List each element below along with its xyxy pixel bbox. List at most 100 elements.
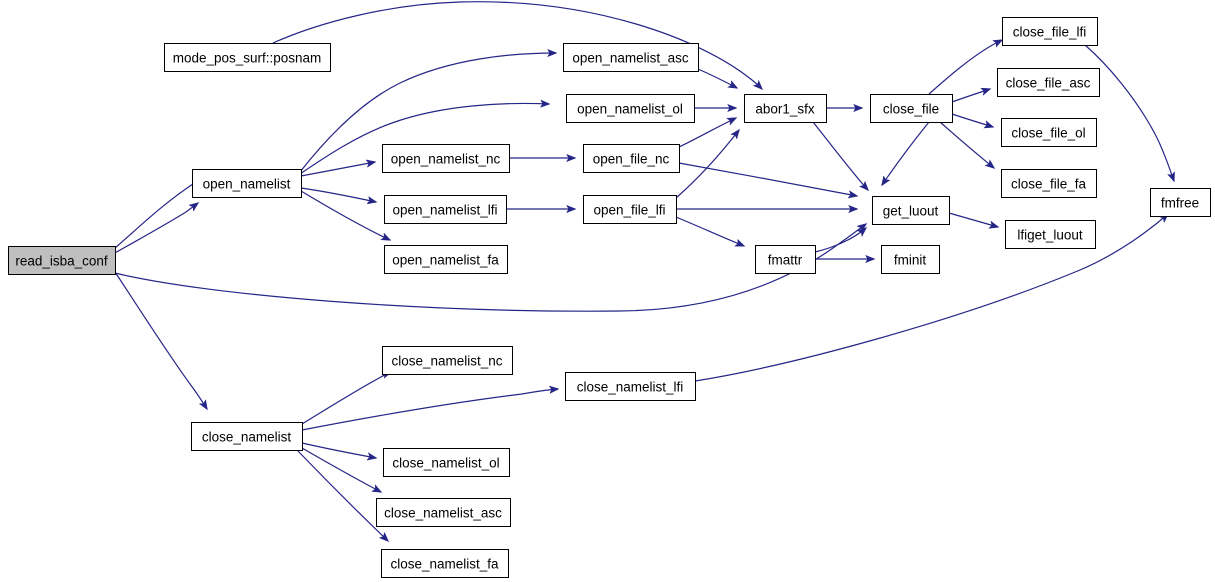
edge-close_namelist-to-close_namelist_fa: [296, 449, 388, 541]
node-box-close_namelist_ol[interactable]: [383, 448, 510, 477]
node-close_namelist_asc[interactable]: close_namelist_asc: [376, 498, 511, 527]
edge-close_file-to-close_file_fa: [939, 121, 994, 168]
node-box-open_namelist_asc[interactable]: [563, 43, 699, 72]
node-box-close_namelist_fa[interactable]: [381, 549, 509, 578]
edge-open_namelist-to-open_namelist_lfi: [300, 187, 376, 202]
node-open_namelist_lfi[interactable]: open_namelist_lfi: [384, 195, 507, 224]
node-label-open_namelist: open_namelist: [203, 177, 291, 192]
node-label-lfiget_luout: lfiget_luout: [1017, 228, 1083, 243]
node-box-close_namelist_asc[interactable]: [376, 498, 511, 527]
node-box-open_namelist_lfi[interactable]: [384, 195, 507, 224]
node-box-open_namelist_nc[interactable]: [382, 144, 510, 173]
edge-read_isba_conf-to-close_namelist: [114, 271, 207, 409]
node-label-open_namelist_fa: open_namelist_fa: [392, 253, 499, 268]
node-box-close_file_fa[interactable]: [1001, 169, 1097, 198]
node-box-close_file_asc[interactable]: [997, 68, 1100, 97]
node-label-open_file_lfi: open_file_lfi: [593, 203, 665, 218]
node-box-open_namelist[interactable]: [192, 169, 302, 198]
node-close_namelist_lfi[interactable]: close_namelist_lfi: [565, 372, 696, 401]
node-label-open_namelist_asc: open_namelist_asc: [572, 51, 689, 66]
edge-open_namelist-to-open_namelist_ol: [299, 103, 549, 175]
node-label-close_namelist_fa: close_namelist_fa: [390, 557, 499, 572]
node-label-open_namelist_lfi: open_namelist_lfi: [392, 203, 497, 218]
node-open_namelist_nc[interactable]: open_namelist_nc: [382, 144, 510, 173]
node-label-close_file_fa: close_file_fa: [1011, 177, 1087, 192]
node-abor1_sfx[interactable]: abor1_sfx: [744, 94, 827, 123]
node-label-close_namelist_asc: close_namelist_asc: [384, 506, 502, 521]
node-close_namelist[interactable]: close_namelist: [191, 422, 303, 451]
edge-get_luout-to-lfiget_luout: [948, 212, 998, 227]
edge-close_namelist-to-close_namelist_ol: [301, 442, 376, 458]
node-close_file_asc[interactable]: close_file_asc: [997, 68, 1100, 97]
node-fminit[interactable]: fminit: [881, 245, 940, 274]
edge-fmattr-to-get_luout: [814, 228, 866, 253]
node-label-close_namelist_nc: close_namelist_nc: [391, 354, 502, 369]
node-fmfree[interactable]: fmfree: [1150, 188, 1211, 217]
node-close_namelist_fa[interactable]: close_namelist_fa: [381, 549, 509, 578]
node-layer: read_isba_confmode_pos_surf::posnamopen_…: [8, 17, 1211, 578]
node-box-abor1_sfx[interactable]: [744, 94, 827, 123]
node-label-mode_pos_surf_posnam: mode_pos_surf::posnam: [173, 51, 322, 66]
node-open_namelist[interactable]: open_namelist: [192, 169, 302, 198]
node-get_luout[interactable]: get_luout: [872, 196, 950, 225]
node-open_file_nc[interactable]: open_file_nc: [583, 144, 680, 173]
edge-close_file_lfi-to-fmfree: [1084, 44, 1174, 181]
node-close_namelist_nc[interactable]: close_namelist_nc: [382, 346, 513, 375]
node-box-fminit[interactable]: [881, 245, 940, 274]
edge-close_file-to-close_file_lfi: [928, 40, 1002, 95]
node-box-fmfree[interactable]: [1150, 188, 1211, 217]
node-label-close_namelist_lfi: close_namelist_lfi: [577, 380, 684, 395]
node-open_file_lfi[interactable]: open_file_lfi: [583, 195, 677, 224]
node-box-close_namelist_nc[interactable]: [382, 346, 513, 375]
node-box-close_namelist[interactable]: [191, 422, 303, 451]
node-label-close_file: close_file: [883, 102, 939, 117]
node-fmattr[interactable]: fmattr: [755, 245, 816, 274]
edge-read_isba_conf-to-get_luout: [114, 224, 866, 312]
node-box-open_file_lfi[interactable]: [583, 195, 677, 224]
node-label-read_isba_conf: read_isba_conf: [15, 254, 108, 269]
node-box-open_file_nc[interactable]: [583, 144, 680, 173]
node-box-close_file_lfi[interactable]: [1002, 17, 1098, 46]
node-box-mode_pos_surf_posnam[interactable]: [164, 43, 331, 72]
edge-open_file_nc-to-abor1_sfx: [678, 118, 736, 148]
edge-close_namelist_lfi-to-fmfree: [694, 214, 1168, 382]
node-box-get_luout[interactable]: [872, 196, 950, 225]
node-label-close_namelist: close_namelist: [202, 430, 292, 445]
node-box-lfiget_luout[interactable]: [1005, 220, 1096, 249]
node-mode_pos_surf_posnam[interactable]: mode_pos_surf::posnam: [164, 43, 331, 72]
node-box-close_file_ol[interactable]: [1001, 118, 1097, 147]
edge-layer: [114, 1, 1174, 541]
node-open_namelist_ol[interactable]: open_namelist_ol: [566, 94, 695, 123]
node-open_namelist_fa[interactable]: open_namelist_fa: [384, 245, 508, 274]
node-close_file_ol[interactable]: close_file_ol: [1001, 118, 1097, 147]
node-label-fminit: fminit: [894, 253, 927, 268]
node-close_file_lfi[interactable]: close_file_lfi: [1002, 17, 1098, 46]
node-label-get_luout: get_luout: [883, 204, 939, 219]
node-box-open_namelist_fa[interactable]: [384, 245, 508, 274]
node-close_file[interactable]: close_file: [870, 94, 953, 123]
node-lfiget_luout[interactable]: lfiget_luout: [1005, 220, 1096, 249]
node-box-close_namelist_lfi[interactable]: [565, 372, 696, 401]
edge-read_isba_conf-to-open_namelist: [114, 203, 198, 254]
edge-mode_pos_surf_posnam-to-abor1_sfx: [272, 1, 762, 89]
edge-open_namelist-to-open_namelist_fa: [300, 190, 390, 240]
node-box-fmattr[interactable]: [755, 245, 816, 274]
edge-open_file_lfi-to-fmattr: [675, 216, 744, 247]
node-read_isba_conf[interactable]: read_isba_conf: [8, 246, 116, 275]
node-box-open_namelist_ol[interactable]: [566, 94, 695, 123]
node-close_file_fa[interactable]: close_file_fa: [1001, 169, 1097, 198]
edge-close_file-to-close_file_asc: [951, 89, 990, 103]
edge-open_namelist-to-open_namelist_asc: [299, 53, 556, 173]
node-open_namelist_asc[interactable]: open_namelist_asc: [563, 43, 699, 72]
node-close_namelist_ol[interactable]: close_namelist_ol: [383, 448, 510, 477]
edge-open_file_nc-to-get_luout: [678, 162, 857, 196]
edge-close_file-to-close_file_ol: [951, 113, 993, 127]
node-label-open_file_nc: open_file_nc: [593, 152, 670, 167]
edge-close_namelist-to-close_namelist_lfi: [301, 389, 558, 431]
node-box-close_file[interactable]: [870, 94, 953, 123]
edge-abor1_sfx-to-get_luout: [812, 121, 868, 190]
node-label-close_file_asc: close_file_asc: [1006, 76, 1091, 91]
node-label-fmfree: fmfree: [1161, 196, 1199, 211]
node-box-read_isba_conf[interactable]: [8, 246, 116, 275]
